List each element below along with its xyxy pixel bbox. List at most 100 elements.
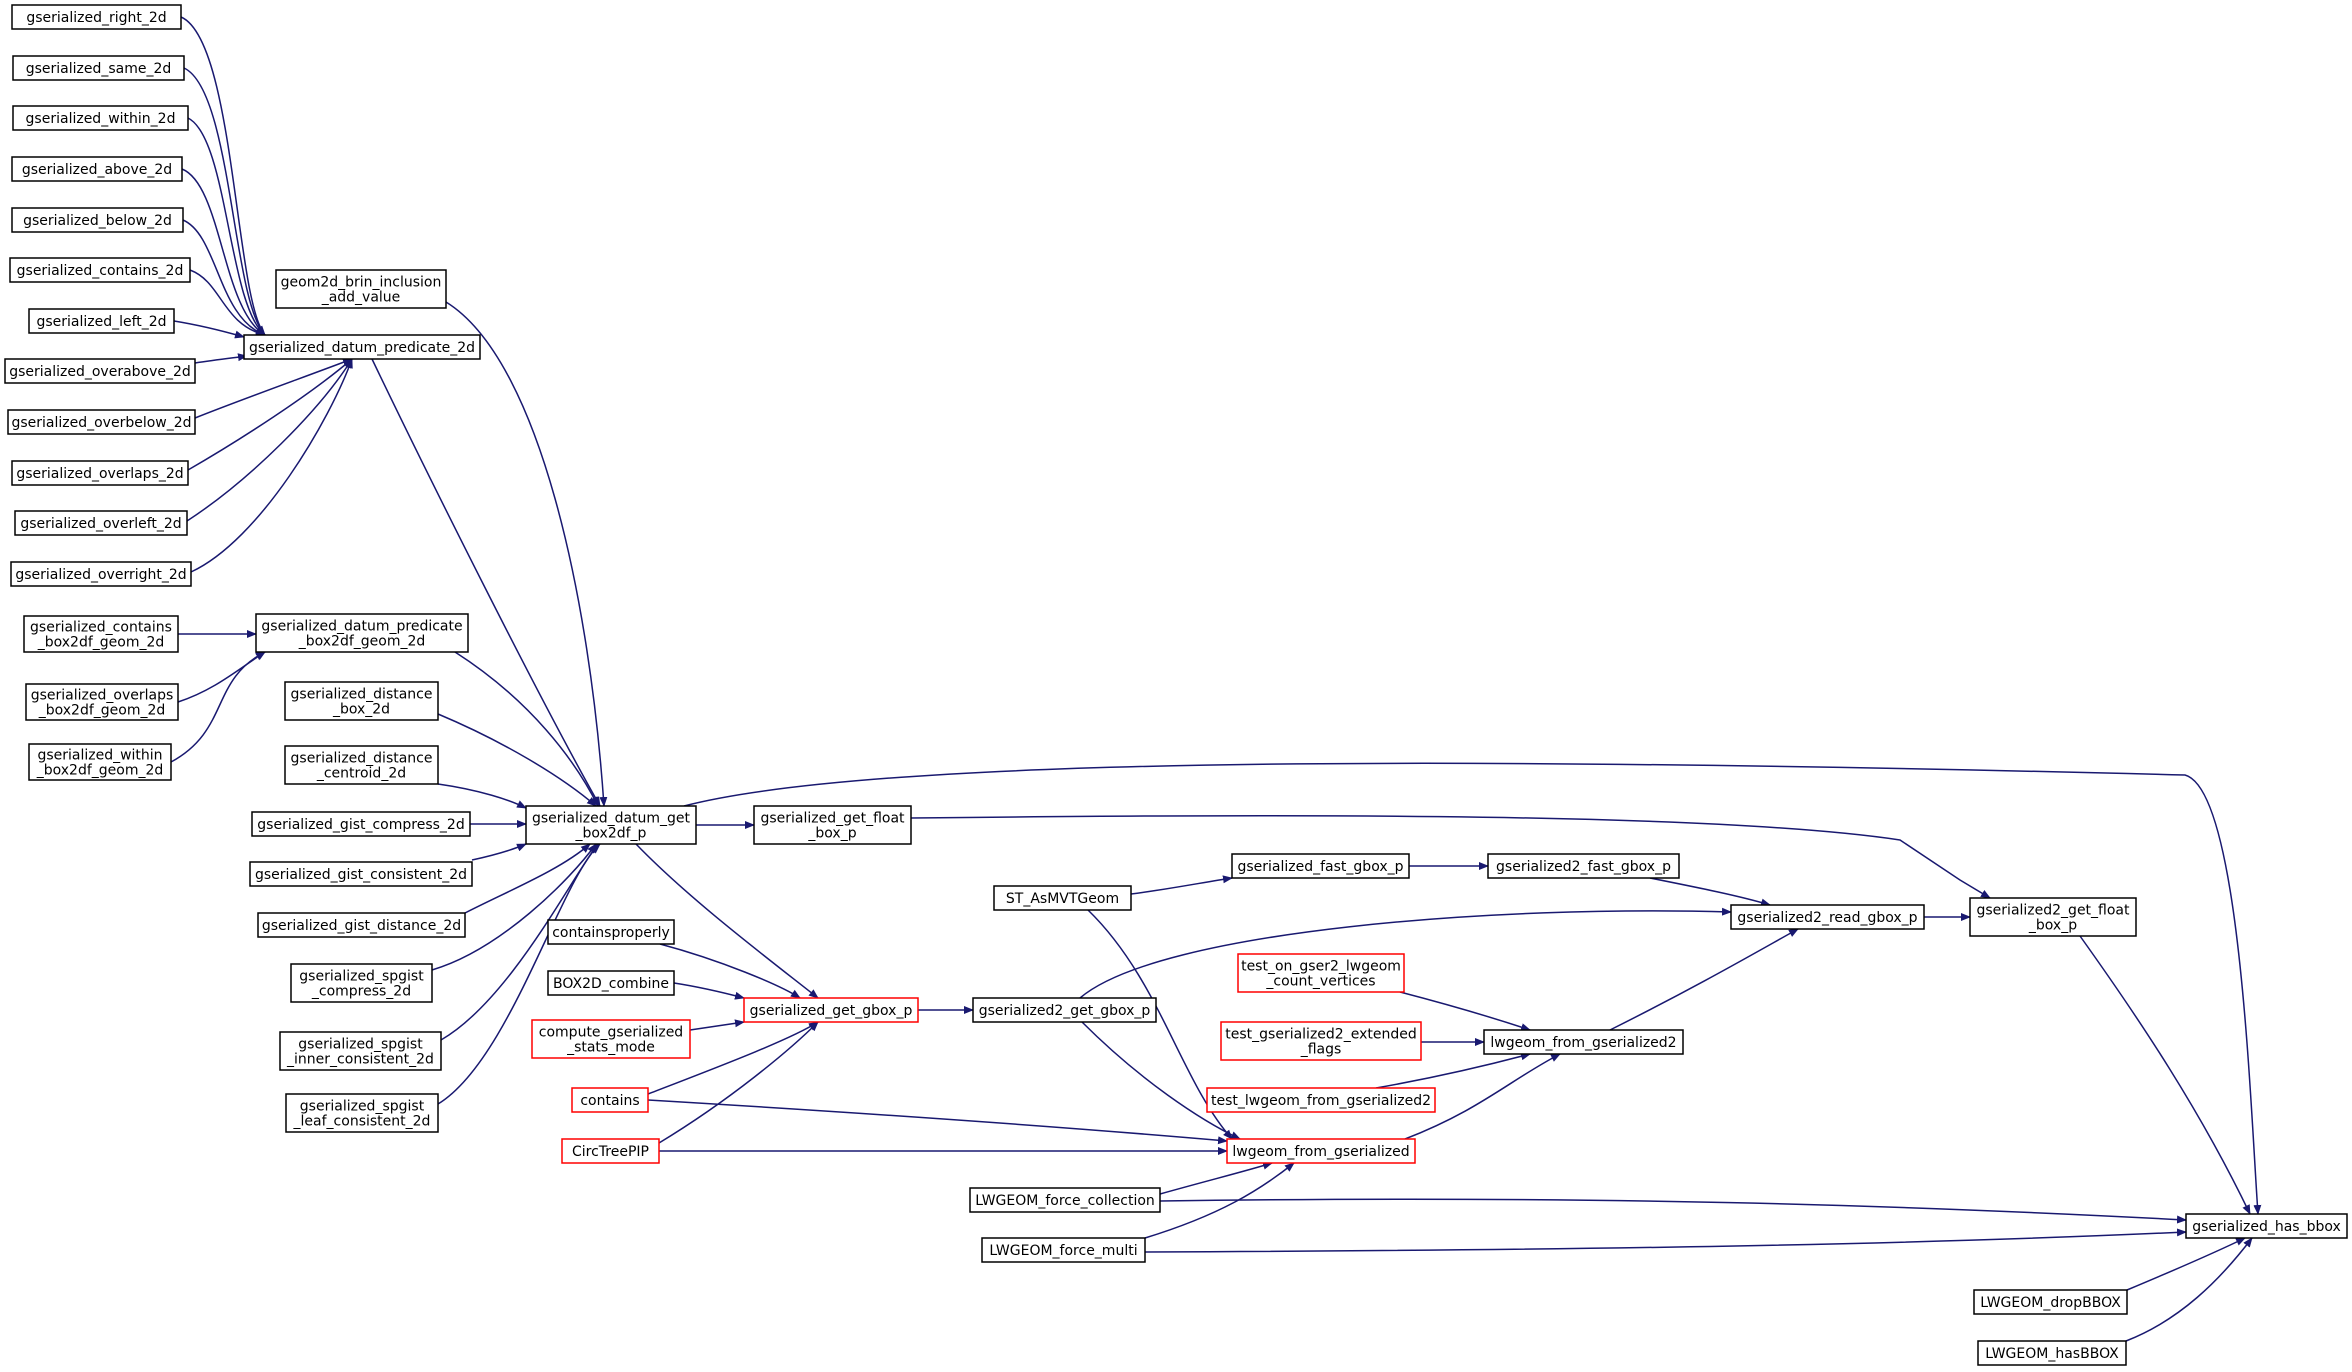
node-spgleaf[interactable]: gserialized_spgist_leaf_consistent_2d [285, 1093, 439, 1133]
node-box[interactable] [547, 919, 675, 945]
node-box[interactable] [28, 743, 172, 781]
node-getgbox[interactable]: gserialized_get_gbox_p [743, 997, 919, 1023]
node-box[interactable] [1730, 904, 1925, 930]
node-box[interactable] [1237, 953, 1405, 993]
node-computestats[interactable]: compute_gserialized_stats_mode [531, 1019, 691, 1059]
node-contains_bg[interactable]: gserialized_contains_box2df_geom_2d [23, 615, 179, 653]
node-containsproperly[interactable]: containsproperly [547, 919, 675, 945]
node-box[interactable] [1226, 1138, 1416, 1164]
node-distcent[interactable]: gserialized_distance_centroid_2d [284, 745, 439, 785]
node-box[interactable] [1483, 1029, 1684, 1055]
node-forcecoll[interactable]: LWGEOM_force_collection [969, 1187, 1161, 1213]
node-overbelow2d[interactable]: gserialized_overbelow_2d [7, 409, 196, 435]
node-box[interactable] [12, 55, 185, 81]
node-dpred2d[interactable]: gserialized_datum_predicate_2d [243, 334, 481, 360]
node-spgcomp[interactable]: gserialized_spgist_compress_2d [290, 963, 433, 1003]
node-box[interactable] [11, 207, 184, 233]
node-testongser[interactable]: test_on_gser2_lwgeom_count_vertices [1237, 953, 1405, 993]
node-box[interactable] [284, 681, 439, 721]
node-spginner[interactable]: gserialized_spgist_inner_consistent_2d [279, 1031, 442, 1071]
node-below2d[interactable]: gserialized_below_2d [11, 207, 184, 233]
node-box2dcombine[interactable]: BOX2D_combine [547, 970, 675, 996]
node-circtree[interactable]: CircTreePIP [561, 1138, 660, 1164]
node-box[interactable] [547, 970, 675, 996]
node-box[interactable] [1973, 1289, 2128, 1315]
node-overleft2d[interactable]: gserialized_overleft_2d [14, 510, 188, 536]
node-box[interactable] [249, 861, 473, 887]
node-right2d[interactable]: gserialized_right_2d [11, 4, 182, 30]
node-asmvt[interactable]: ST_AsMVTGeom [993, 885, 1132, 911]
node-getfloat[interactable]: gserialized_get_float_box_p [753, 805, 912, 845]
node-box[interactable] [4, 358, 196, 384]
node-box[interactable] [561, 1138, 660, 1164]
node-box[interactable] [1206, 1087, 1436, 1113]
node-forcemulti[interactable]: LWGEOM_force_multi [981, 1237, 1146, 1263]
node-box[interactable] [531, 1019, 691, 1059]
node-box[interactable] [11, 460, 189, 486]
node-box[interactable] [28, 308, 175, 334]
node-dpredbg[interactable]: gserialized_datum_predicate_box2df_geom_… [255, 613, 469, 653]
node-box[interactable] [9, 257, 191, 283]
node-above2d[interactable]: gserialized_above_2d [11, 156, 183, 182]
node-box[interactable] [1487, 853, 1680, 879]
node-lwgfromg[interactable]: lwgeom_from_gserialized [1226, 1138, 1416, 1164]
node-box[interactable] [25, 683, 179, 721]
node-overlaps_bg[interactable]: gserialized_overlaps_box2df_geom_2d [25, 683, 179, 721]
node-gistdist[interactable]: gserialized_gist_distance_2d [257, 912, 466, 938]
node-box[interactable] [11, 4, 182, 30]
node-box[interactable] [11, 156, 183, 182]
node-box[interactable] [7, 409, 196, 435]
node-brin[interactable]: geom2d_brin_inclusion_add_value [275, 269, 447, 309]
node-box[interactable] [290, 963, 433, 1003]
node-box[interactable] [525, 805, 697, 845]
node-box[interactable] [255, 613, 469, 653]
node-box[interactable] [753, 805, 912, 845]
node-root[interactable]: gserialized_has_bbox [2185, 1213, 2348, 1239]
node-gistcomp[interactable]: gserialized_gist_compress_2d [251, 811, 471, 837]
node-box[interactable] [2185, 1213, 2348, 1239]
node-box[interactable] [972, 997, 1157, 1023]
node-box[interactable] [279, 1031, 442, 1071]
node-g2readgbox[interactable]: gserialized2_read_gbox_p [1730, 904, 1925, 930]
node-overlaps2d[interactable]: gserialized_overlaps_2d [11, 460, 189, 486]
node-g2fastgbox[interactable]: gserialized2_fast_gbox_p [1487, 853, 1680, 879]
node-gistcons[interactable]: gserialized_gist_consistent_2d [249, 861, 473, 887]
node-overright2d[interactable]: gserialized_overright_2d [10, 561, 192, 587]
node-hasbbox[interactable]: LWGEOM_hasBBOX [1977, 1340, 2127, 1366]
node-datumget[interactable]: gserialized_datum_get_box2df_p [525, 805, 697, 845]
node-box[interactable] [981, 1237, 1146, 1263]
node-box[interactable] [1969, 897, 2137, 937]
node-box[interactable] [743, 997, 919, 1023]
node-box[interactable] [285, 1093, 439, 1133]
node-dropbbox[interactable]: LWGEOM_dropBBOX [1973, 1289, 2128, 1315]
node-box[interactable] [571, 1087, 649, 1113]
node-contains2d[interactable]: gserialized_contains_2d [9, 257, 191, 283]
node-box[interactable] [993, 885, 1132, 911]
node-box[interactable] [257, 912, 466, 938]
node-box[interactable] [14, 510, 188, 536]
node-g2getgbox[interactable]: gserialized2_get_gbox_p [972, 997, 1157, 1023]
node-testlwg[interactable]: test_lwgeom_from_gserialized2 [1206, 1087, 1436, 1113]
node-distbox[interactable]: gserialized_distance_box_2d [284, 681, 439, 721]
node-box[interactable] [251, 811, 471, 837]
node-g2getfloat[interactable]: gserialized2_get_float_box_p [1969, 897, 2137, 937]
node-box[interactable] [243, 334, 481, 360]
node-box[interactable] [1977, 1340, 2127, 1366]
node-box[interactable] [12, 105, 189, 131]
node-box[interactable] [1231, 853, 1410, 879]
node-same2d[interactable]: gserialized_same_2d [12, 55, 185, 81]
node-testext[interactable]: test_gserialized2_extended_flags [1220, 1021, 1422, 1061]
node-lwgfromg2[interactable]: lwgeom_from_gserialized2 [1483, 1029, 1684, 1055]
node-box[interactable] [10, 561, 192, 587]
node-box[interactable] [969, 1187, 1161, 1213]
node-box[interactable] [23, 615, 179, 653]
node-left2d[interactable]: gserialized_left_2d [28, 308, 175, 334]
node-box[interactable] [284, 745, 439, 785]
node-box[interactable] [1220, 1021, 1422, 1061]
node-within2d[interactable]: gserialized_within_2d [12, 105, 189, 131]
node-contains[interactable]: contains [571, 1087, 649, 1113]
node-box[interactable] [275, 269, 447, 309]
node-overabove2d[interactable]: gserialized_overabove_2d [4, 358, 196, 384]
node-fastgbox[interactable]: gserialized_fast_gbox_p [1231, 853, 1410, 879]
node-within_bg[interactable]: gserialized_within_box2df_geom_2d [28, 743, 172, 781]
